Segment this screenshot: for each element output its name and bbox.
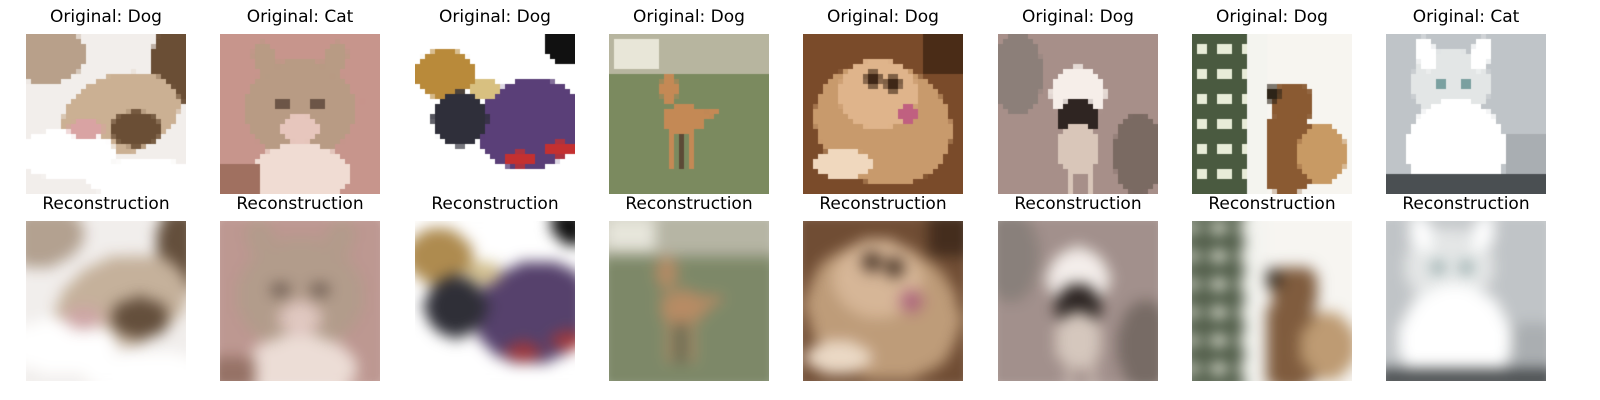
- reconstruction-title: Reconstruction: [819, 194, 947, 214]
- reconstruction-panel-2: Reconstruction: [220, 191, 380, 381]
- reconstruction-panel-4: Reconstruction: [609, 191, 769, 381]
- reconstruction-title: Reconstruction: [431, 194, 559, 214]
- reconstruction-title: Reconstruction: [1014, 194, 1142, 214]
- reconstruction-image: [220, 221, 380, 381]
- original-title: Original: Dog: [1022, 7, 1134, 27]
- reconstruction-image: [998, 221, 1158, 381]
- original-panel-7: Original: Dog: [1192, 4, 1352, 194]
- original-panel-8: Original: Cat: [1386, 4, 1546, 194]
- original-image: [220, 34, 380, 194]
- reconstruction-panel-1: Reconstruction: [26, 191, 186, 381]
- reconstruction-panel-7: Reconstruction: [1192, 191, 1352, 381]
- original-image: [1192, 34, 1352, 194]
- original-image: [1386, 34, 1546, 194]
- reconstruction-image: [1386, 221, 1546, 381]
- reconstruction-image: [609, 221, 769, 381]
- original-image: [26, 34, 186, 194]
- original-title: Original: Cat: [1412, 7, 1520, 27]
- original-panel-2: Original: Cat: [220, 4, 380, 194]
- original-image: [609, 34, 769, 194]
- reconstruction-title: Reconstruction: [236, 194, 364, 214]
- reconstruction-panel-8: Reconstruction: [1386, 191, 1546, 381]
- original-panel-4: Original: Dog: [609, 4, 769, 194]
- reconstruction-image: [26, 221, 186, 381]
- reconstruction-image: [415, 221, 575, 381]
- original-title: Original: Dog: [827, 7, 939, 27]
- reconstruction-panel-6: Reconstruction: [998, 191, 1158, 381]
- reconstruction-image: [1192, 221, 1352, 381]
- reconstruction-panel-5: Reconstruction: [803, 191, 963, 381]
- original-panel-6: Original: Dog: [998, 4, 1158, 194]
- reconstruction-image: [803, 221, 963, 381]
- original-image: [415, 34, 575, 194]
- reconstruction-title: Reconstruction: [1402, 194, 1530, 214]
- original-panel-5: Original: Dog: [803, 4, 963, 194]
- original-title: Original: Cat: [246, 7, 354, 27]
- original-title: Original: Dog: [439, 7, 551, 27]
- original-title: Original: Dog: [1216, 7, 1328, 27]
- reconstruction-title: Reconstruction: [42, 194, 170, 214]
- reconstruction-panel-3: Reconstruction: [415, 191, 575, 381]
- reconstruction-title: Reconstruction: [625, 194, 753, 214]
- original-image: [803, 34, 963, 194]
- reconstruction-title: Reconstruction: [1208, 194, 1336, 214]
- original-title: Original: Dog: [633, 7, 745, 27]
- original-image: [998, 34, 1158, 194]
- original-panel-3: Original: Dog: [415, 4, 575, 194]
- original-title: Original: Dog: [50, 7, 162, 27]
- original-panel-1: Original: Dog: [26, 4, 186, 194]
